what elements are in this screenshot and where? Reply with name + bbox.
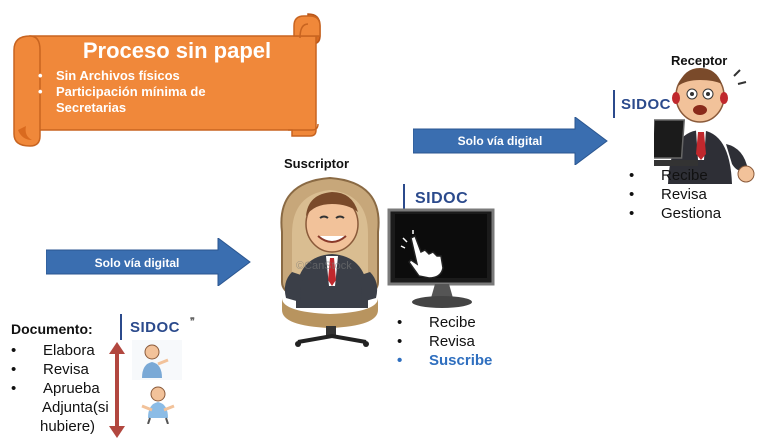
bullet-glyph: • <box>397 314 403 331</box>
bullet-glyph: • <box>629 205 635 222</box>
list-item: • Revisa <box>397 332 492 351</box>
list-item: • Revisa <box>11 360 100 379</box>
suscriptor-list: • Recibe • Revisa • Suscribe <box>397 313 492 370</box>
worker-figure-icon <box>141 386 175 424</box>
stressed-man-icon <box>654 68 755 184</box>
receptor-heading: Receptor <box>671 53 728 68</box>
bullet-glyph: • <box>11 361 17 378</box>
banner-bullet-item: • Participación mínima de Secretarias <box>38 84 278 116</box>
document-list: • Elabora • Revisa • Aprueba <box>11 341 100 398</box>
list-item: • Aprueba <box>11 379 100 398</box>
banner-bullet-list: • Sin Archivos físicos • Participación mín… <box>38 68 278 116</box>
banner-bullet-item: • Sin Archivos físicos <box>38 68 278 84</box>
list-item: • Gestiona <box>629 204 721 223</box>
bullet-glyph: • <box>11 342 17 359</box>
watermark: ©CanStock <box>296 260 352 272</box>
worker-figure-icon <box>132 340 182 380</box>
bullet-glyph: • <box>629 167 635 184</box>
list-item-text: Suscribe <box>429 352 493 369</box>
list-item-text: Aprueba <box>43 380 100 397</box>
sidoc-logo: SIDOC <box>613 90 679 118</box>
bullet-glyph: • <box>38 68 43 83</box>
list-item: • Recibe <box>397 313 492 332</box>
top-arrow <box>413 117 608 165</box>
logo-text: SIDOC <box>621 96 672 113</box>
top-arrow-label: Solo vía digital <box>457 134 543 148</box>
monitor-icon <box>387 208 495 308</box>
list-item-text: Revisa <box>429 333 475 350</box>
list-item: • Elabora <box>11 341 100 360</box>
list-item-text: Revisa <box>661 186 707 203</box>
document-extra-line: hubiere) <box>40 418 96 435</box>
list-item-text: Gestiona <box>661 205 722 222</box>
bullet-glyph: • <box>397 333 403 350</box>
left-arrow <box>46 238 251 286</box>
banner-title: Proceso sin papel <box>82 38 272 63</box>
sidoc-logo: SIDOC <box>403 184 479 212</box>
receptor-list: • Recibe • Revisa • Gestiona <box>629 166 721 223</box>
left-arrow-label: Solo vía digital <box>94 256 180 270</box>
logo-text: SIDOC <box>415 190 469 207</box>
double-arrow-icon <box>109 342 125 438</box>
logo-bar <box>120 314 122 340</box>
banner-bullet-text: Participación mínima de Secretarias <box>56 84 206 115</box>
list-item-text: Elabora <box>43 342 95 359</box>
bullet-glyph: • <box>629 186 635 203</box>
bullet-glyph: • <box>38 84 43 99</box>
bullet-glyph: • <box>11 380 17 397</box>
list-item-highlight: • Suscribe <box>397 351 492 370</box>
suscriptor-heading: Suscriptor <box>284 156 350 171</box>
banner-bullet-text: Sin Archivos físicos <box>56 68 180 83</box>
logo-bar <box>403 184 405 212</box>
sidoc-logo: SIDOC ❞ <box>120 314 195 340</box>
list-item-text: Recibe <box>661 167 708 184</box>
list-item: • Revisa <box>629 185 721 204</box>
logo-bar <box>613 90 615 118</box>
logo-text: SIDOC <box>130 319 181 336</box>
document-extra-line: Adjunta(si <box>42 399 109 416</box>
document-heading: Documento: <box>11 321 93 337</box>
list-item: • Recibe <box>629 166 721 185</box>
scroll-banner <box>13 13 321 147</box>
boss-in-chair-icon <box>280 176 380 347</box>
list-item-text: Revisa <box>43 361 89 378</box>
bullet-glyph: • <box>397 352 403 369</box>
list-item-text: Recibe <box>429 314 476 331</box>
